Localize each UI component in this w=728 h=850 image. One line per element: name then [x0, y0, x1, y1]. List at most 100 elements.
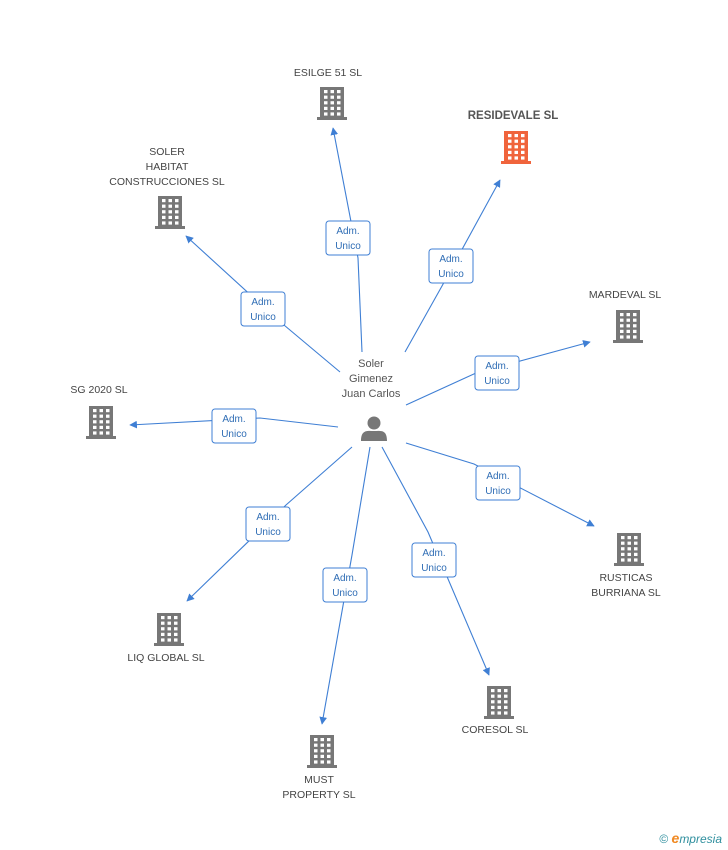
building-window	[106, 420, 110, 424]
building-window	[620, 329, 624, 333]
company-name-mardeval-line: MARDEVAL SL	[589, 289, 662, 301]
building-icon-sg2020[interactable]	[86, 406, 116, 439]
building-window	[162, 204, 166, 208]
building-window	[633, 329, 637, 333]
building-window	[106, 431, 110, 435]
building-window	[161, 621, 165, 625]
building-window	[621, 536, 625, 540]
building-window	[634, 552, 638, 556]
copyright-symbol: ©	[659, 832, 669, 846]
role-label-box	[245, 506, 291, 542]
building-window	[491, 700, 495, 704]
role-label-text-line: Adm.	[251, 297, 274, 308]
company-name-coresol-line: CORESOL SL	[462, 724, 529, 736]
building-window	[508, 139, 512, 143]
building-window	[168, 204, 172, 208]
building-window	[337, 106, 341, 110]
building-window	[327, 754, 331, 758]
building-window	[320, 749, 324, 753]
building-window	[174, 627, 178, 631]
building-window	[99, 420, 103, 424]
company-name-sg2020-line: SG 2020 SL	[70, 384, 127, 396]
building-icon-soler-habitat[interactable]	[155, 196, 185, 229]
edge-esilge	[330, 127, 363, 353]
company-name-liq-global: LIQ GLOBAL SL	[127, 652, 204, 664]
role-label-text: Adm.Unico	[335, 226, 361, 252]
building-window	[161, 616, 165, 620]
role-label-text-line: Unico	[332, 588, 358, 599]
role-label-text: Adm.Unico	[255, 512, 281, 538]
building-window	[324, 112, 328, 116]
building-window	[626, 313, 630, 317]
role-label-coresol[interactable]: Adm.Unico	[411, 542, 457, 578]
role-label-liq-global[interactable]: Adm.Unico	[245, 506, 291, 542]
building-window	[620, 335, 624, 339]
building-icon-must-property[interactable]	[307, 735, 337, 768]
building-window	[99, 414, 103, 418]
edge-labels-layer: Adm.UnicoAdm.UnicoAdm.UnicoAdm.UnicoAdm.…	[211, 220, 521, 603]
building-icon-residevale[interactable]	[501, 131, 531, 164]
building-window	[106, 409, 110, 413]
building-window	[161, 632, 165, 636]
building-window	[337, 90, 341, 94]
building-icon-rusticas[interactable]	[614, 533, 644, 566]
building-window	[497, 689, 501, 693]
role-label-text-line: Adm.	[333, 573, 356, 584]
edge-residevale	[404, 179, 501, 353]
person-name-line: Soler	[358, 358, 384, 370]
building-window	[314, 754, 318, 758]
person-body	[361, 430, 387, 441]
role-label-text-line: Adm.	[336, 226, 359, 237]
building-icon-coresol[interactable]	[484, 686, 514, 719]
building-window	[168, 215, 172, 219]
building-window	[330, 101, 334, 105]
building-window	[514, 145, 518, 149]
building-window	[514, 134, 518, 138]
company-name-esilge: ESILGE 51 SL	[294, 67, 362, 79]
role-label-text: Adm.Unico	[221, 414, 247, 440]
role-label-sg2020[interactable]: Adm.Unico	[211, 408, 257, 444]
building-window	[162, 215, 166, 219]
building-window	[167, 638, 171, 642]
role-label-box	[474, 355, 520, 391]
building-window	[508, 150, 512, 154]
building-icon-liq-global[interactable]	[154, 613, 184, 646]
building-window	[175, 204, 179, 208]
footer-brand[interactable]: © empresia	[659, 830, 722, 846]
building-window	[324, 101, 328, 105]
role-label-residevale[interactable]: Adm.Unico	[428, 248, 474, 284]
role-label-esilge[interactable]: Adm.Unico	[325, 220, 371, 256]
building-window	[633, 335, 637, 339]
role-label-box	[325, 220, 371, 256]
building-window	[162, 199, 166, 203]
building-window	[504, 694, 508, 698]
role-label-soler-habitat[interactable]: Adm.Unico	[240, 291, 286, 327]
building-base	[484, 716, 514, 719]
person-icon[interactable]	[361, 416, 387, 442]
building-icon-mardeval[interactable]	[613, 310, 643, 343]
role-label-text: Adm.Unico	[484, 361, 510, 387]
building-window	[508, 156, 512, 160]
brand-logo-initial: e	[671, 830, 680, 846]
role-label-mardeval[interactable]: Adm.Unico	[474, 355, 520, 391]
building-window	[497, 705, 501, 709]
building-base	[86, 436, 116, 439]
building-window	[324, 95, 328, 99]
building-window	[93, 414, 97, 418]
building-icon-esilge[interactable]	[317, 87, 347, 120]
building-window	[504, 689, 508, 693]
role-label-text-line: Adm.	[486, 471, 509, 482]
building-window	[621, 547, 625, 551]
role-label-text-line: Adm.	[485, 361, 508, 372]
building-window	[497, 694, 501, 698]
building-window	[626, 318, 630, 322]
role-label-text-line: Adm.	[439, 254, 462, 265]
building-window	[320, 754, 324, 758]
building-window	[521, 156, 525, 160]
role-label-must-property[interactable]: Adm. Unico	[322, 567, 368, 603]
role-label-text-line: Adm.	[222, 414, 245, 425]
role-label-box	[428, 248, 474, 284]
role-label-box	[322, 567, 368, 603]
role-label-rusticas[interactable]: Adm.Unico	[475, 465, 521, 501]
